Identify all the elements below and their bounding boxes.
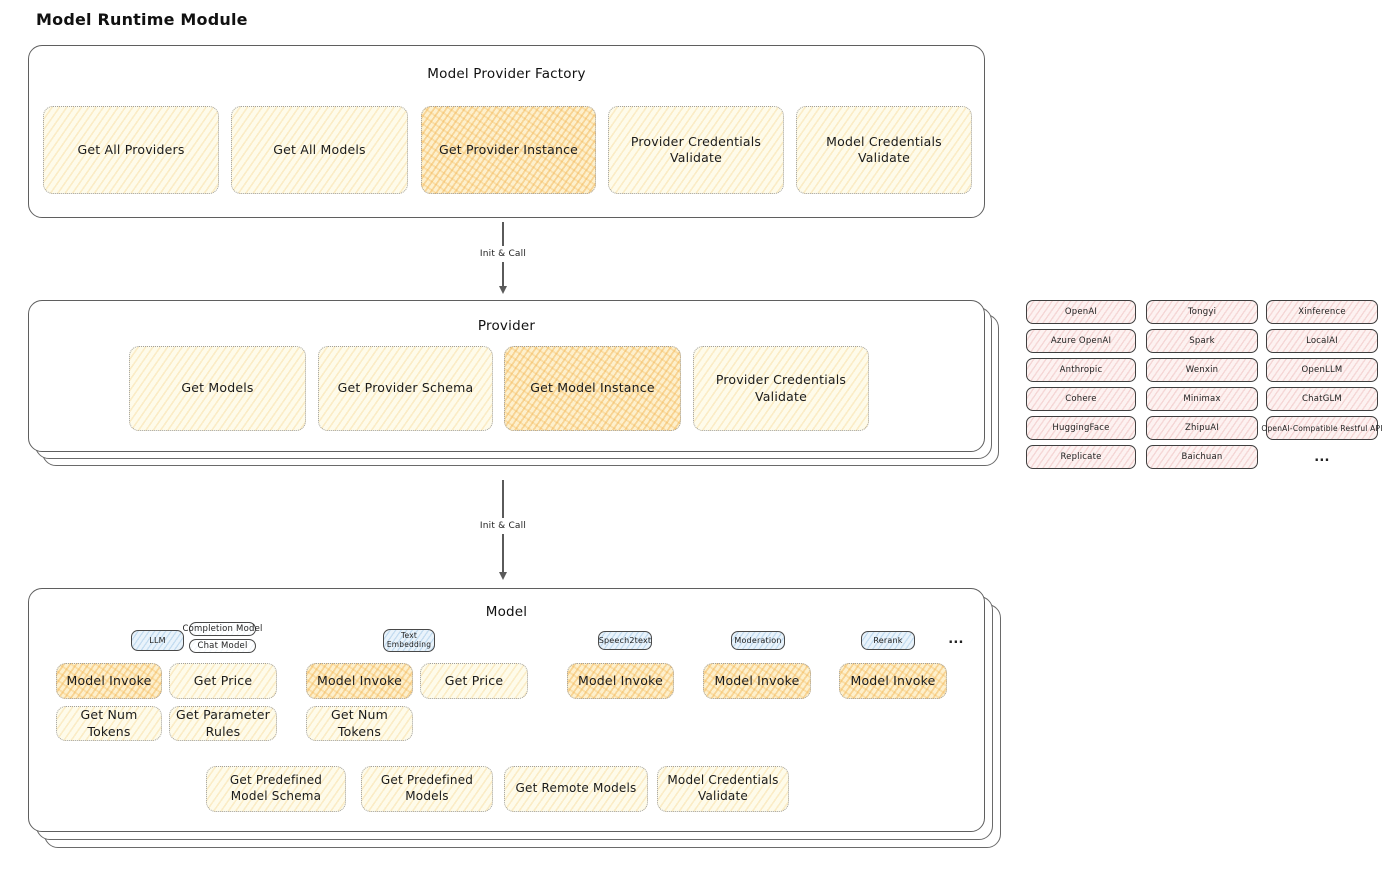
- arrow-line-icon: [502, 480, 504, 518]
- arrow-label: Init & Call: [479, 521, 527, 531]
- node-get-provider-instance: Get Provider Instance: [421, 106, 596, 194]
- node-get-model-instance: Get Model Instance: [504, 346, 681, 431]
- arrow-init-call-1: Init & Call: [448, 222, 558, 294]
- provider-chip-anthropic: Anthropic: [1026, 358, 1136, 382]
- provider-chip-huggingface: HuggingFace: [1026, 416, 1136, 440]
- provider-chip-zhipuai: ZhipuAI: [1146, 416, 1258, 440]
- provider-chip-xinference: Xinference: [1266, 300, 1378, 324]
- provider-chip-localai: LocalAI: [1266, 329, 1378, 353]
- node-speech2text-model-invoke: Model Invoke: [567, 663, 674, 699]
- node-get-models: Get Models: [129, 346, 306, 431]
- provider-chip-baichuan: Baichuan: [1146, 445, 1258, 469]
- node-moderation-model-invoke: Model Invoke: [703, 663, 811, 699]
- arrowhead-down-icon: [499, 286, 507, 294]
- type-tag-llm: LLM: [131, 630, 184, 651]
- arrow-line-icon: [502, 534, 504, 572]
- provider-chip-replicate: Replicate: [1026, 445, 1136, 469]
- node-embedding-get-price: Get Price: [420, 663, 528, 699]
- provider-chip-minimax: Minimax: [1146, 387, 1258, 411]
- provider-container: Provider Get Models Get Provider Schema …: [28, 300, 985, 452]
- provider-chip-openllm: OpenLLM: [1266, 358, 1378, 382]
- arrow-label: Init & Call: [479, 249, 527, 259]
- type-tag-speech2text: Speech2text: [598, 631, 652, 650]
- node-embedding-get-num-tokens: Get Num Tokens: [306, 706, 413, 741]
- model-types-more-ellipsis: ...: [948, 631, 964, 647]
- node-llm-model-invoke: Model Invoke: [56, 663, 162, 699]
- model-container: Model LLM Completion Model Chat Model Te…: [28, 588, 985, 832]
- node-llm-get-parameter-rules: Get Parameter Rules: [169, 706, 277, 741]
- node-get-predefined-models: Get Predefined Models: [361, 766, 493, 812]
- node-llm-get-price: Get Price: [169, 663, 277, 699]
- arrow-line-icon: [502, 222, 504, 246]
- model-title: Model: [485, 604, 528, 620]
- type-tag-rerank: Rerank: [861, 631, 915, 650]
- factory-title: Model Provider Factory: [427, 66, 586, 82]
- provider-chip-chatglm: ChatGLM: [1266, 387, 1378, 411]
- type-tag-text-embedding: Text Embedding: [383, 629, 435, 652]
- providers-more-ellipsis: ...: [1314, 449, 1330, 465]
- provider-chip-spark: Spark: [1146, 329, 1258, 353]
- node-get-all-models: Get All Models: [231, 106, 408, 194]
- node-get-provider-schema: Get Provider Schema: [318, 346, 493, 431]
- page-title: Model Runtime Module: [36, 10, 248, 29]
- type-tag-moderation: Moderation: [731, 631, 785, 650]
- provider-chip-azure-openai: Azure OpenAI: [1026, 329, 1136, 353]
- provider-chip-wenxin: Wenxin: [1146, 358, 1258, 382]
- provider-chip-openai-compatible: OpenAI-Compatible Restful API: [1261, 416, 1382, 440]
- node-llm-get-num-tokens: Get Num Tokens: [56, 706, 162, 741]
- node-rerank-model-invoke: Model Invoke: [839, 663, 947, 699]
- factory-container: Model Provider Factory Get All Providers…: [28, 45, 985, 218]
- node-provider-credentials-validate-2: Provider Credentials Validate: [693, 346, 869, 431]
- provider-chip-cohere: Cohere: [1026, 387, 1136, 411]
- arrow-init-call-2: Init & Call: [448, 480, 558, 580]
- provider-title: Provider: [477, 318, 536, 334]
- node-get-remote-models: Get Remote Models: [504, 766, 648, 812]
- arrowhead-down-icon: [499, 572, 507, 580]
- type-tag-chat-model: Chat Model: [189, 639, 256, 653]
- arrow-line-icon: [502, 262, 504, 286]
- node-embedding-model-invoke: Model Invoke: [306, 663, 413, 699]
- type-tag-completion-model: Completion Model: [182, 622, 263, 636]
- node-get-predefined-model-schema: Get Predefined Model Schema: [206, 766, 346, 812]
- node-provider-credentials-validate: Provider Credentials Validate: [608, 106, 784, 194]
- provider-chip-tongyi: Tongyi: [1146, 300, 1258, 324]
- node-model-credentials-validate: Model Credentials Validate: [796, 106, 972, 194]
- provider-chip-openai: OpenAI: [1026, 300, 1136, 324]
- node-model-credentials-validate-2: Model Credentials Validate: [657, 766, 789, 812]
- node-get-all-providers: Get All Providers: [43, 106, 219, 194]
